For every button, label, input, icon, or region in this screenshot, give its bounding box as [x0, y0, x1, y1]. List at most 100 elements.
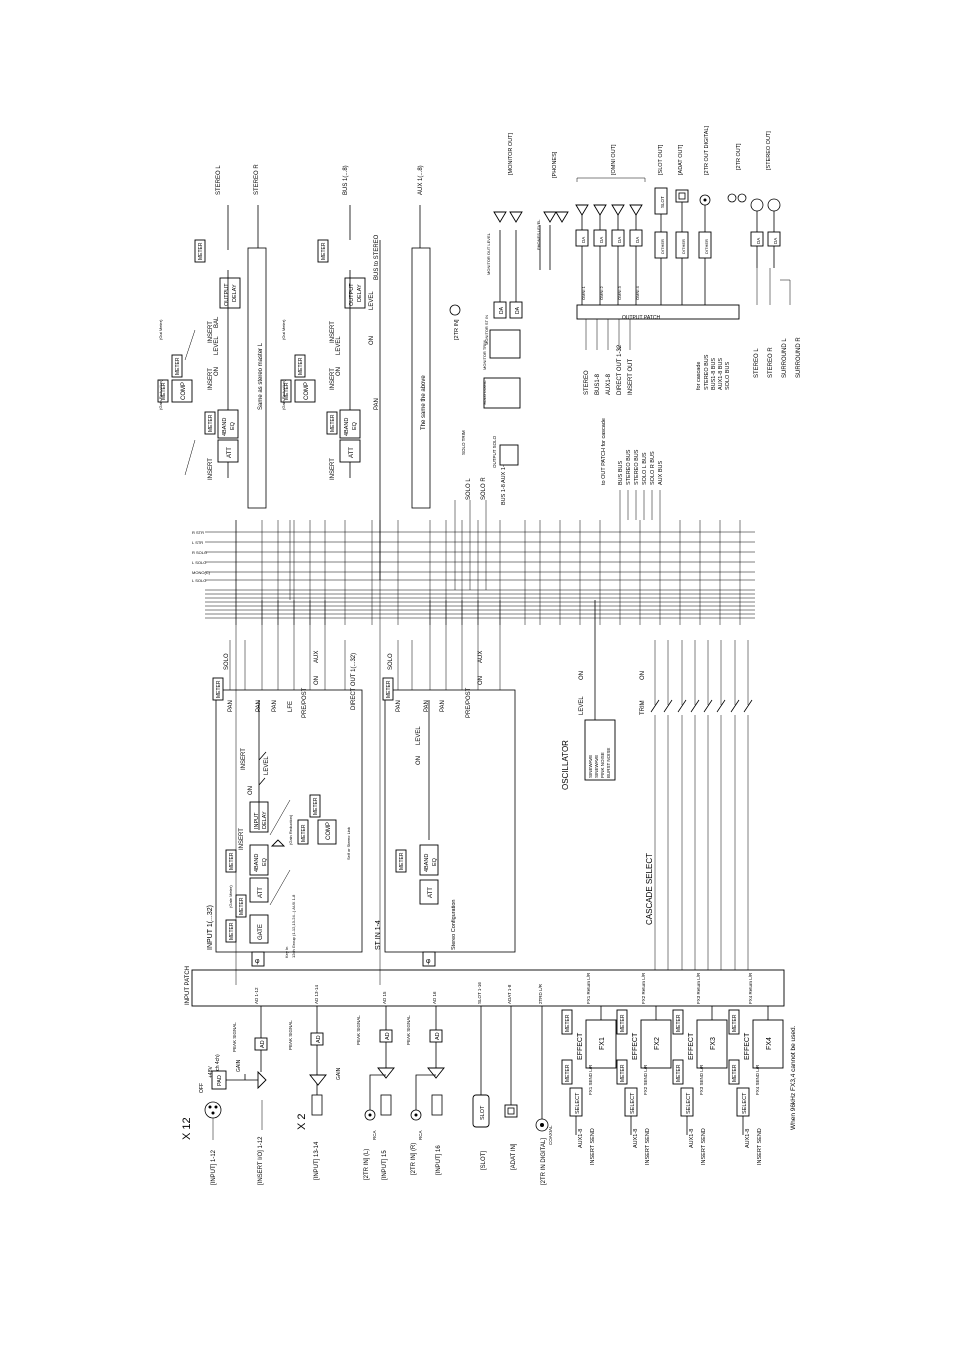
monitor-st-in-label: MONITOR ST IN: [484, 315, 489, 345]
comp-box: [317, 819, 337, 845]
direct-out-label: DIRECT OUT 1(...32): [351, 653, 357, 710]
patch-source-label: ADAT 1-8: [507, 984, 512, 1004]
patch-source-label: AD 15: [382, 991, 387, 1004]
eq-meter-label: METER: [229, 852, 235, 870]
svg-text:INPUT: INPUT: [254, 812, 260, 829]
svg-text:EQ: EQ: [262, 857, 268, 866]
peak-signal-2: PEAK SIGNAL: [288, 1020, 293, 1050]
fx-send-label: FX2 SEND L/R: [643, 1064, 648, 1095]
bus-att-label: ATT: [349, 447, 355, 458]
stereo-r-out-label: STEREO R: [768, 347, 774, 378]
osc-on: ON: [579, 671, 585, 680]
patch-source-label: 2TRD L/R: [538, 983, 543, 1004]
insert-label-1: INSERT: [239, 828, 245, 850]
out-patch-cascade-label: to OUT PATCH for cascade: [601, 418, 607, 485]
svg-text:DELAY: DELAY: [262, 811, 268, 829]
aux-1-8-label: AUX 1(...8): [418, 165, 424, 195]
input-patch-label: INPUT PATCH: [185, 966, 191, 1005]
cascade-bus-label: BUS BUS: [618, 461, 624, 485]
x12-label: X 12: [181, 1117, 193, 1140]
lfe-label: LFE: [288, 701, 294, 712]
oscillator-box: [584, 719, 616, 781]
out-patch-source-label: BUS1-8: [595, 373, 601, 395]
svg-text:DELAY: DELAY: [232, 284, 238, 302]
comp-key-note: Self or Stereo Link: [346, 827, 351, 860]
output-patch-box: [576, 304, 740, 320]
patch-source-label: FX2 Return L/R: [641, 972, 646, 1004]
2tr-in-r-label: [2TR IN] (R): [411, 1143, 417, 1175]
patch-source-label: FX4 Return L/R: [748, 972, 753, 1004]
att-box: [249, 877, 269, 903]
svg-text:OUTPUT: OUTPUT: [224, 283, 230, 306]
bus-line-label: R SOLO: [192, 550, 207, 555]
fx-box: [696, 1019, 728, 1069]
master-comp-meter2: METER: [175, 357, 181, 375]
bus-to-stereo-label: BUS to STEREO: [374, 234, 380, 280]
bus-line-label: L SOLO: [192, 578, 206, 583]
2tr-dither: DITHER: [704, 239, 709, 254]
pad-label: PAD: [217, 1075, 223, 1086]
pan-label-1: PAN: [228, 700, 234, 712]
fx-box: [585, 1019, 617, 1069]
bus-gr-note: (Gain Reduction): [281, 379, 286, 410]
2tr-out-label: [2TR OUT]: [736, 143, 742, 170]
master-bus: ATT 4BAND EQ METER INSERT COMP METER MET…: [280, 165, 431, 580]
cascade-select-label: CASCADE SELECT: [645, 853, 654, 925]
trim-label: TRIM: [640, 700, 646, 715]
phones-label: [PHONES]: [552, 151, 558, 178]
monitor-trim-label: MONITOR TRIM: [482, 340, 487, 370]
bus-insert-3: INSERT: [330, 321, 336, 343]
master-comp-label: COMP: [181, 382, 187, 400]
svg-text:DELAY: DELAY: [357, 284, 363, 302]
ad-label-3: AD: [385, 1032, 391, 1040]
solo-logic-label: SOLO LOGIC: [482, 380, 487, 405]
ch-meter-label: METER: [216, 680, 222, 698]
input-channel: INPUT 1(...32) φ GATE METER METER (Gate …: [207, 600, 363, 967]
osc-level: LEVEL: [579, 696, 585, 715]
solo-monitor-section: SOLO L SOLO R BUS 1-8 AUX 1-8 SOLO TRIM …: [449, 132, 569, 590]
rca-label-r: RCA: [418, 1130, 423, 1140]
st-aux-on: ON: [478, 676, 484, 685]
monitor-out-level-label: MONITOR OUT LEVEL: [486, 232, 491, 275]
2tr-in-l-label: [2TR IN] (L): [364, 1149, 370, 1180]
fx-select-label: SELECT: [575, 1092, 581, 1114]
insert-io-label: [INSERT I/O] 1-12: [258, 1136, 264, 1185]
da-1: DA: [499, 306, 505, 314]
bus-out-meter: METER: [321, 242, 327, 260]
fx-footnote: When 96kHz FX3,4 cannot be used.: [790, 1025, 797, 1130]
fx-name-label: FX4: [766, 1037, 773, 1050]
comp-label: COMP: [326, 822, 332, 840]
out-patch-source-label: AUX1-8: [606, 373, 612, 395]
out-cascade-item: STEREO BUS: [704, 354, 710, 390]
cascade-bus-label: SOLO R BUS: [650, 451, 656, 485]
adat-dither: DITHER: [681, 239, 686, 254]
output-section: to OUT PATCH for cascade BUS BUS STEREO B…: [575, 126, 802, 520]
out-patch-source-label: INSERT OUT: [628, 359, 634, 395]
phantom-label: +48V: [208, 1066, 214, 1078]
st-att-label: ATT: [428, 887, 434, 898]
slot-out-label: [SLOT OUT]: [658, 144, 664, 175]
out-patch-source-label: STEREO: [584, 370, 590, 395]
bus-1-8-label: BUS 1(...8): [343, 165, 349, 195]
master-stereo: Same as stereo master L ATT 4BAND EQ MET…: [157, 164, 267, 509]
for-cascade-label: for cascade: [696, 362, 702, 390]
bus-comp-meter2: METER: [298, 357, 304, 375]
bus-eq-meter: METER: [330, 414, 336, 432]
master-out-meter: METER: [198, 242, 204, 260]
bus-insert-2: INSERT: [330, 368, 336, 390]
ad-label-4: AD: [435, 1032, 441, 1040]
input-13-14-label: [INPUT] 13-14: [314, 1141, 320, 1180]
stereo-da-2: DA: [773, 238, 778, 244]
stereo-l-bus-label: STEREO L: [216, 165, 222, 195]
oscillator-section: OSCILLATOR SINEWAVE SINEWAVE PINK NOISE …: [561, 600, 753, 970]
fx-input-aux: AUX1-8: [578, 1129, 584, 1148]
stereo-da-1: DA: [756, 238, 761, 244]
patch-source-label: AD 1-12: [254, 987, 259, 1004]
out-patch-source-label: DIRECT OUT 1-32: [617, 344, 623, 395]
st-in-title: ST IN 1-4: [375, 920, 382, 950]
master-comp-meter: METER: [161, 382, 167, 400]
gate-meter-note: (Gate Meter): [228, 885, 233, 908]
